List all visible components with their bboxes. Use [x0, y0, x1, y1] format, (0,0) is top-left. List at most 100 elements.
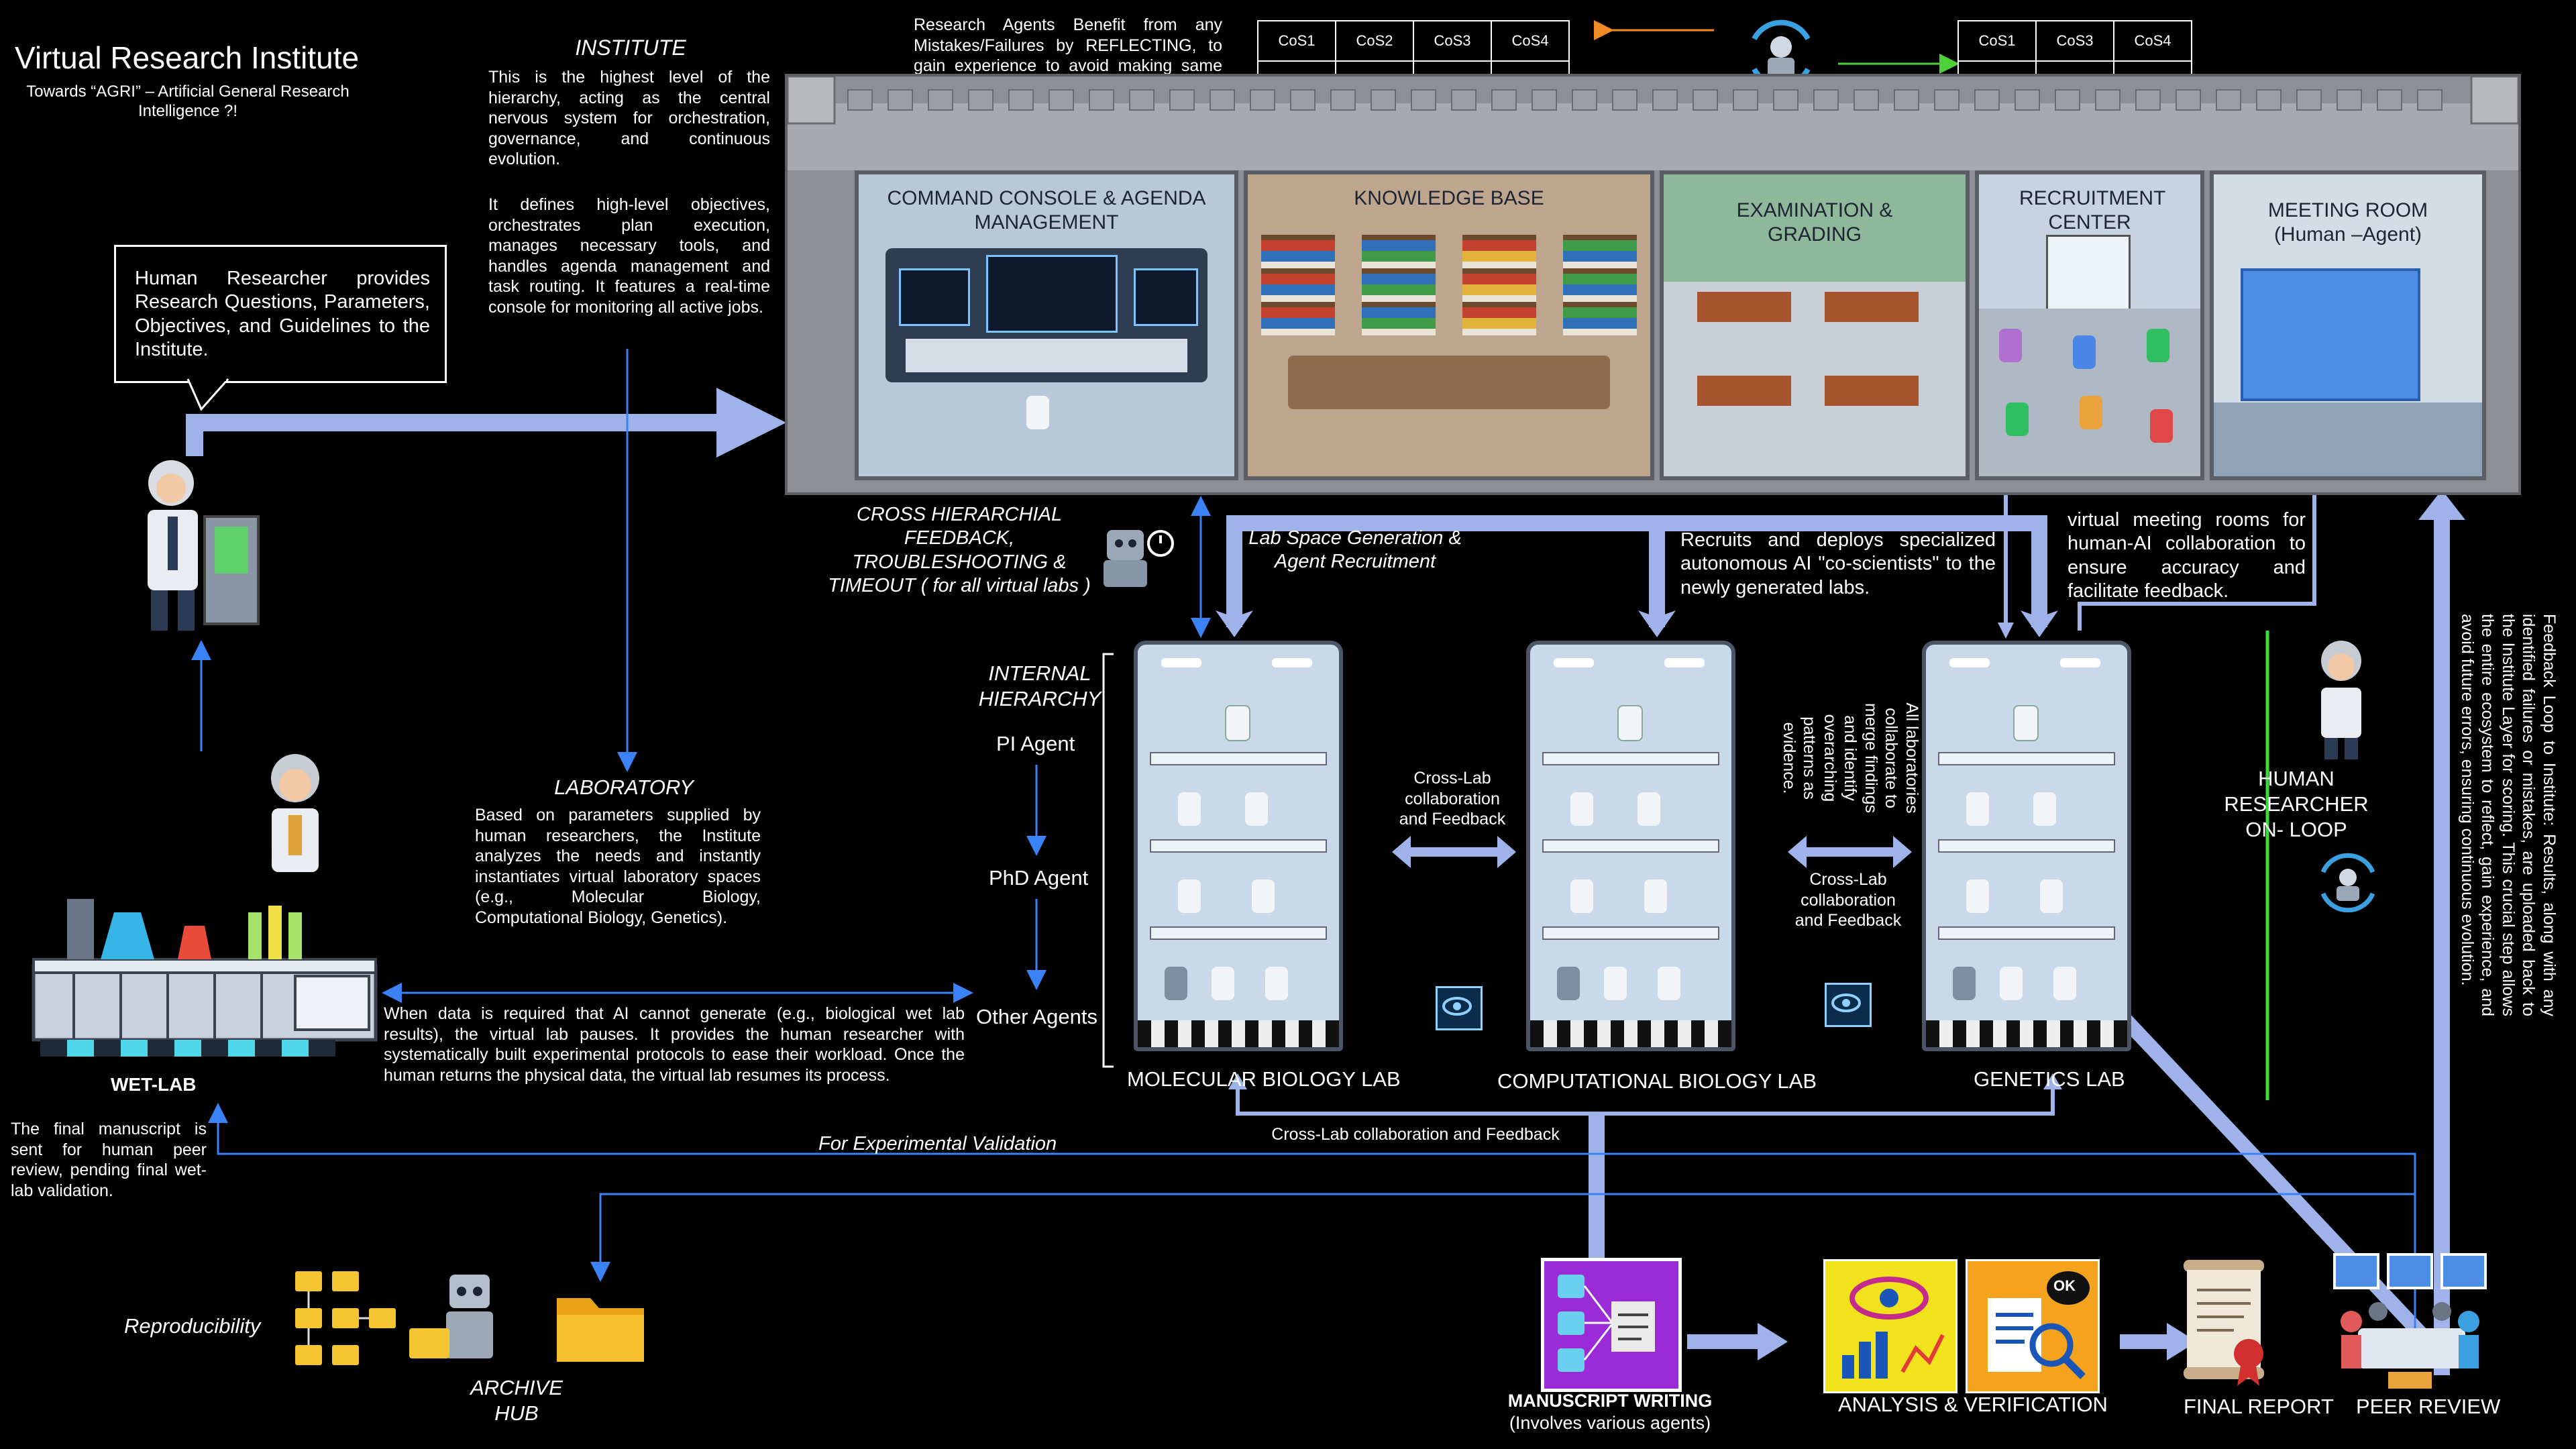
exam-desk: [1825, 376, 1919, 406]
castle-merlon: [2015, 89, 2040, 111]
castle-merlon: [2296, 89, 2322, 111]
castle-merlon: [1693, 89, 1718, 111]
molecular-biology-lab[interactable]: [1134, 641, 1343, 1051]
ok-bubble-text: OK: [2053, 1277, 2076, 1294]
exam-desk: [1697, 376, 1791, 406]
computational-biology-lab[interactable]: [1526, 641, 1735, 1051]
genetics-lab[interactable]: [1922, 641, 2131, 1051]
table-cell: CoS2: [1335, 20, 1414, 62]
castle-merlon: [968, 89, 994, 111]
command-console-room[interactable]: COMMAND CONSOLE & AGENDA MANAGEMENT: [855, 170, 1238, 480]
examination-title: EXAMINATION & GRADING: [1736, 199, 1893, 246]
wetlab-scientist-icon: [258, 751, 332, 879]
bookshelves: [1261, 235, 1637, 335]
castle-merlon: [2135, 89, 2161, 111]
human-researcher-icon: [131, 456, 272, 637]
cross-feedback-label: CROSS HIERARCHIAL FEEDBACK, TROUBLESHOOT…: [828, 504, 1091, 597]
robot-stopwatch-icon: [1093, 517, 1181, 597]
recruitment-room[interactable]: RECRUITMENT CENTER: [1975, 170, 2204, 480]
castle-merlon: [2337, 89, 2362, 111]
recruitment-title: RECRUITMENT CENTER: [2019, 187, 2166, 233]
final-report-icon[interactable]: [2174, 1253, 2274, 1387]
castle-merlon: [1532, 89, 1557, 111]
computational-lab-label: COMPUTATIONAL BIOLOGY LAB: [1497, 1069, 1817, 1093]
page-subtitle: Towards “AGRI” – Artificial General Rese…: [13, 82, 362, 121]
manuscript-subtitle: (Involves various agents): [1509, 1412, 1711, 1433]
castle-merlon: [1210, 89, 1235, 111]
exam-desk: [1697, 292, 1791, 322]
castle-merlon: [1974, 89, 2000, 111]
molecular-lab-label: MOLECULAR BIOLOGY LAB: [1127, 1067, 1401, 1091]
manuscript-title: MANUSCRIPT WRITING: [1507, 1391, 1713, 1411]
castle-merlon: [1813, 89, 1839, 111]
phd-agent-label: PhD Agent: [989, 866, 1089, 890]
subtitle-line-2: Intelligence ?!: [138, 102, 238, 121]
verification-icon[interactable]: OK: [1966, 1259, 2100, 1393]
knowledge-base-room[interactable]: KNOWLEDGE BASE: [1244, 170, 1654, 480]
castle-merlon: [1894, 89, 1919, 111]
castle-merlon: [2216, 89, 2241, 111]
table-cell: CoS3: [1413, 20, 1492, 62]
castle-merlon: [1250, 89, 1275, 111]
peer-review-label: PEER REVIEW: [2356, 1395, 2501, 1418]
knowledge-base-title: KNOWLEDGE BASE: [1354, 187, 1544, 209]
table-cell: CoS1: [1257, 20, 1336, 62]
analysis-verification-label: ANALYSIS & VERIFICATION: [1838, 1393, 2108, 1416]
castle-merlon: [1371, 89, 1396, 111]
folder-tree-icon: [292, 1268, 399, 1368]
human-on-loop-icon: [2311, 637, 2371, 761]
castle-merlon: [1049, 89, 1074, 111]
cross-lab-bottom-bracket: [1236, 1080, 2055, 1116]
castle-merlon: [1854, 89, 1879, 111]
cross-lab-bottom-label: Cross-Lab collaboration and Feedback: [1271, 1125, 1560, 1144]
reading-desks: [1288, 356, 1610, 409]
examination-room[interactable]: EXAMINATION & GRADING: [1660, 170, 1970, 480]
eye-icon: [1436, 986, 1483, 1030]
castle-merlon: [1411, 89, 1436, 111]
manuscript-note: The final manuscript is sent for human p…: [11, 1120, 207, 1200]
castle-merlon: [928, 89, 953, 111]
cross-lab-label-1: Cross-Lab collaboration and Feedback: [1399, 769, 1506, 828]
command-console-title: COMMAND CONSOLE & AGENDA MANAGEMENT: [887, 187, 1206, 233]
wetlab-label: WET-LAB: [111, 1074, 197, 1095]
wetlab-note: When data is required that AI cannot gen…: [384, 1004, 965, 1085]
archive-line: [590, 1193, 2415, 1282]
subtitle-line-1: Towards “AGRI” – Artificial General Rese…: [26, 83, 350, 101]
institute-para-1: This is the highest level of the hierarc…: [488, 68, 770, 168]
castle-merlon: [1290, 89, 1316, 111]
lab-generation-arrows: [1226, 515, 2047, 627]
pi-agent-label: PI Agent: [996, 732, 1075, 755]
monitor-wall: [885, 248, 1208, 382]
peer-review-icon[interactable]: [2331, 1248, 2489, 1392]
human-to-institute-arrow: [186, 388, 786, 458]
castle-merlon: [2095, 89, 2121, 111]
archive-folder-icon: [553, 1285, 647, 1365]
manuscript-writing-icon[interactable]: [1541, 1258, 1682, 1392]
all-labs-note: All laboratories collaborate to merge fi…: [1780, 702, 1921, 814]
castle-merlon: [2055, 89, 2080, 111]
meeting-room[interactable]: MEETING ROOM (Human –Agent): [2210, 170, 2486, 480]
institute-building: COMMAND CONSOLE & AGENDA MANAGEMENT KNOW…: [785, 74, 2521, 495]
other-agents-label: Other Agents: [976, 1005, 1097, 1028]
castle-merlon: [1491, 89, 1517, 111]
laboratory-heading: LABORATORY: [554, 775, 694, 799]
meeting-screen: [2241, 268, 2420, 401]
castle-battlements: [788, 76, 2518, 170]
final-report-label: FINAL REPORT: [2184, 1395, 2334, 1418]
castle-merlon: [1733, 89, 1758, 111]
castle-merlon: [2417, 89, 2443, 111]
castle-merlon: [1129, 89, 1155, 111]
cross-lab-label-2: Cross-Lab collaboration and Feedback: [1794, 870, 1902, 930]
castle-merlon: [888, 89, 913, 111]
castle-merlon: [1652, 89, 1678, 111]
castle-merlon: [847, 89, 873, 111]
archive-hub-label: ARCHIVE HUB: [470, 1376, 563, 1425]
castle-merlon: [1330, 89, 1356, 111]
castle-merlon: [1169, 89, 1195, 111]
castle-merlon: [1451, 89, 1477, 111]
institute-para-2: It defines high-level objectives, orches…: [488, 195, 770, 317]
internal-hierarchy-heading: INTERNAL HIERARCHY: [978, 661, 1102, 710]
recruits-note: Recruits and deploys specialized autonom…: [1680, 529, 1996, 598]
analysis-icon[interactable]: [1823, 1259, 1957, 1393]
human-speech-bubble: Human Researcher provides Research Quest…: [114, 245, 447, 383]
